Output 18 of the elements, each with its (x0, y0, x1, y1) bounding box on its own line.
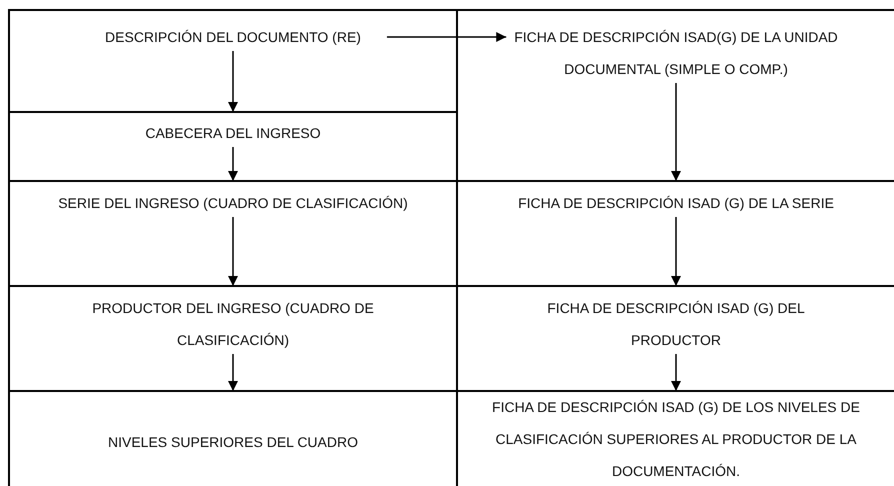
arrow (671, 217, 681, 286)
arrow (671, 83, 681, 181)
cell-text: FICHA DE DESCRIPCIÓN ISAD (G) DE LOS NIVELES DE CLASIFICACIÓN SUPERIORES AL PRODUCTOR DE LA DOCUMENTACIÓN. (491, 398, 861, 481)
cell-text: PRODUCTOR DEL INGRESO (CUADRO DE CLASIFICACIÓN) (91, 299, 375, 350)
arrow (228, 51, 238, 112)
arrow (386, 32, 506, 42)
arrow (228, 147, 238, 181)
cell-text: DESCRIPCIÓN DEL DOCUMENTO (RE) (104, 28, 362, 47)
table-cell (8, 9, 458, 113)
cell-text: FICHA DE DESCRIPCIÓN ISAD (G) DEL PRODUCTOR (546, 299, 806, 350)
cell-text: FICHA DE DESCRIPCIÓN ISAD (G) DE LA SERIE (517, 194, 835, 213)
arrow (228, 354, 238, 391)
cell-text: FICHA DE DESCRIPCIÓN ISAD(G) DE LA UNIDAD DOCUMENTAL (SIMPLE O COMP.) (513, 28, 839, 79)
arrow (671, 354, 681, 391)
cell-text: CABECERA DEL INGRESO (144, 124, 322, 143)
arrow (228, 217, 238, 286)
cell-text: NIVELES SUPERIORES DEL CUADRO (107, 433, 359, 452)
cell-text: SERIE DEL INGRESO (CUADRO DE CLASIFICACIÓN) (57, 194, 409, 213)
